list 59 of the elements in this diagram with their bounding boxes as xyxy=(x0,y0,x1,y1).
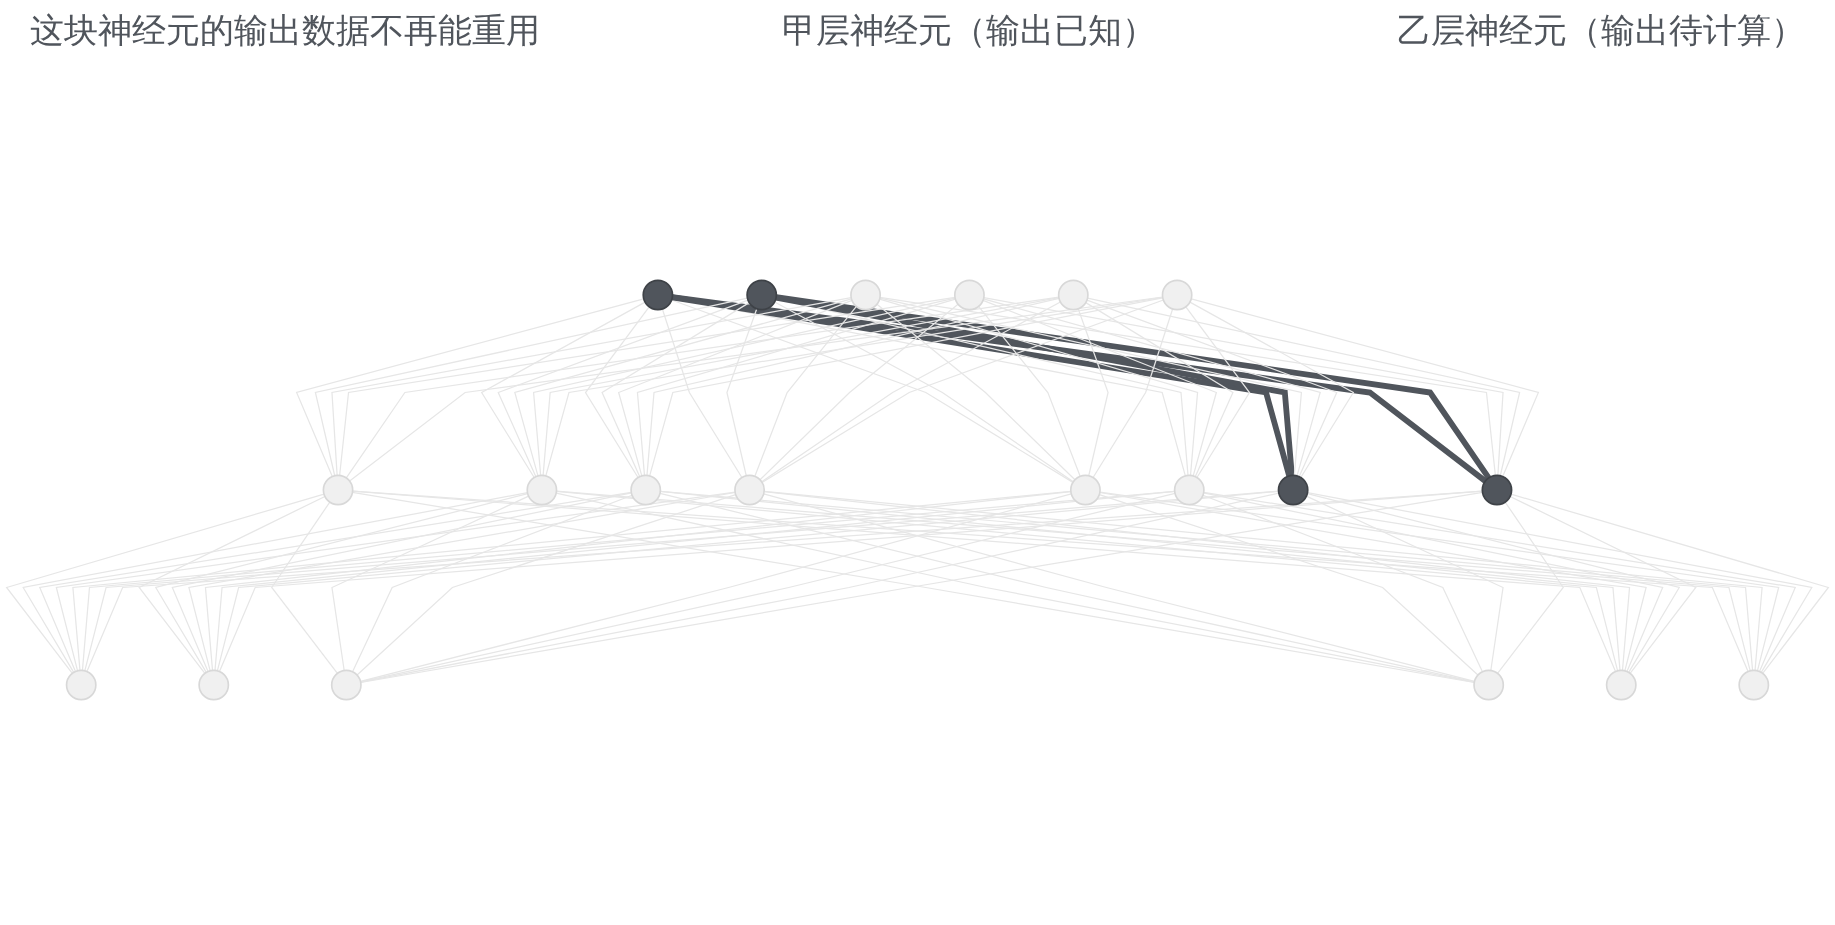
connector xyxy=(983,297,1504,476)
connector xyxy=(636,298,956,477)
connector xyxy=(759,303,959,481)
connector xyxy=(38,491,632,673)
connector xyxy=(545,296,1164,477)
connector xyxy=(754,305,857,477)
connector xyxy=(1185,306,1251,479)
connector xyxy=(1189,301,1355,479)
connector xyxy=(1306,492,1813,673)
connector xyxy=(978,305,1081,477)
connector xyxy=(584,306,650,479)
connector xyxy=(1099,491,1647,672)
connector xyxy=(726,308,758,477)
connector xyxy=(879,296,1496,477)
note-text: 甲层神经元（输出已知） xyxy=(781,9,1156,52)
connector xyxy=(1202,494,1484,673)
connector xyxy=(601,302,750,478)
connector xyxy=(1086,299,1338,478)
note-text: 这块神经元的输出数据不再能重用 xyxy=(30,9,540,52)
connector xyxy=(1496,501,1564,674)
connector xyxy=(55,491,736,672)
connector xyxy=(154,492,529,673)
connector xyxy=(1203,491,1797,673)
connector xyxy=(532,297,956,477)
note-text: 乙层神经元（输出待计算） xyxy=(1397,9,1805,52)
connector xyxy=(1306,492,1681,673)
connector xyxy=(1099,491,1780,672)
connector xyxy=(480,301,646,479)
connector xyxy=(982,299,1218,477)
connector xyxy=(542,297,1060,477)
connector xyxy=(1203,492,1664,673)
connector xyxy=(879,298,1199,477)
connector xyxy=(271,501,339,674)
connector xyxy=(514,298,853,477)
connector xyxy=(1510,493,1830,674)
connector xyxy=(876,303,1076,481)
connector xyxy=(1085,302,1234,478)
connector xyxy=(497,299,749,478)
connector xyxy=(1190,298,1540,478)
connector xyxy=(314,297,749,477)
connector xyxy=(295,298,645,478)
connector xyxy=(982,298,1321,477)
connector xyxy=(22,492,529,673)
connector xyxy=(661,308,743,479)
connector xyxy=(1077,308,1109,477)
connector xyxy=(617,299,853,477)
connector xyxy=(171,492,632,673)
connector xyxy=(138,495,326,674)
connector xyxy=(1098,493,1479,676)
connector xyxy=(188,491,736,672)
connector xyxy=(879,297,1303,477)
connector xyxy=(1305,495,1504,672)
connector xyxy=(5,493,325,674)
connector xyxy=(339,296,956,477)
connector xyxy=(1092,308,1174,479)
connector xyxy=(331,297,852,476)
connector xyxy=(1509,495,1697,674)
connector xyxy=(351,494,633,673)
connector xyxy=(1086,297,1521,477)
